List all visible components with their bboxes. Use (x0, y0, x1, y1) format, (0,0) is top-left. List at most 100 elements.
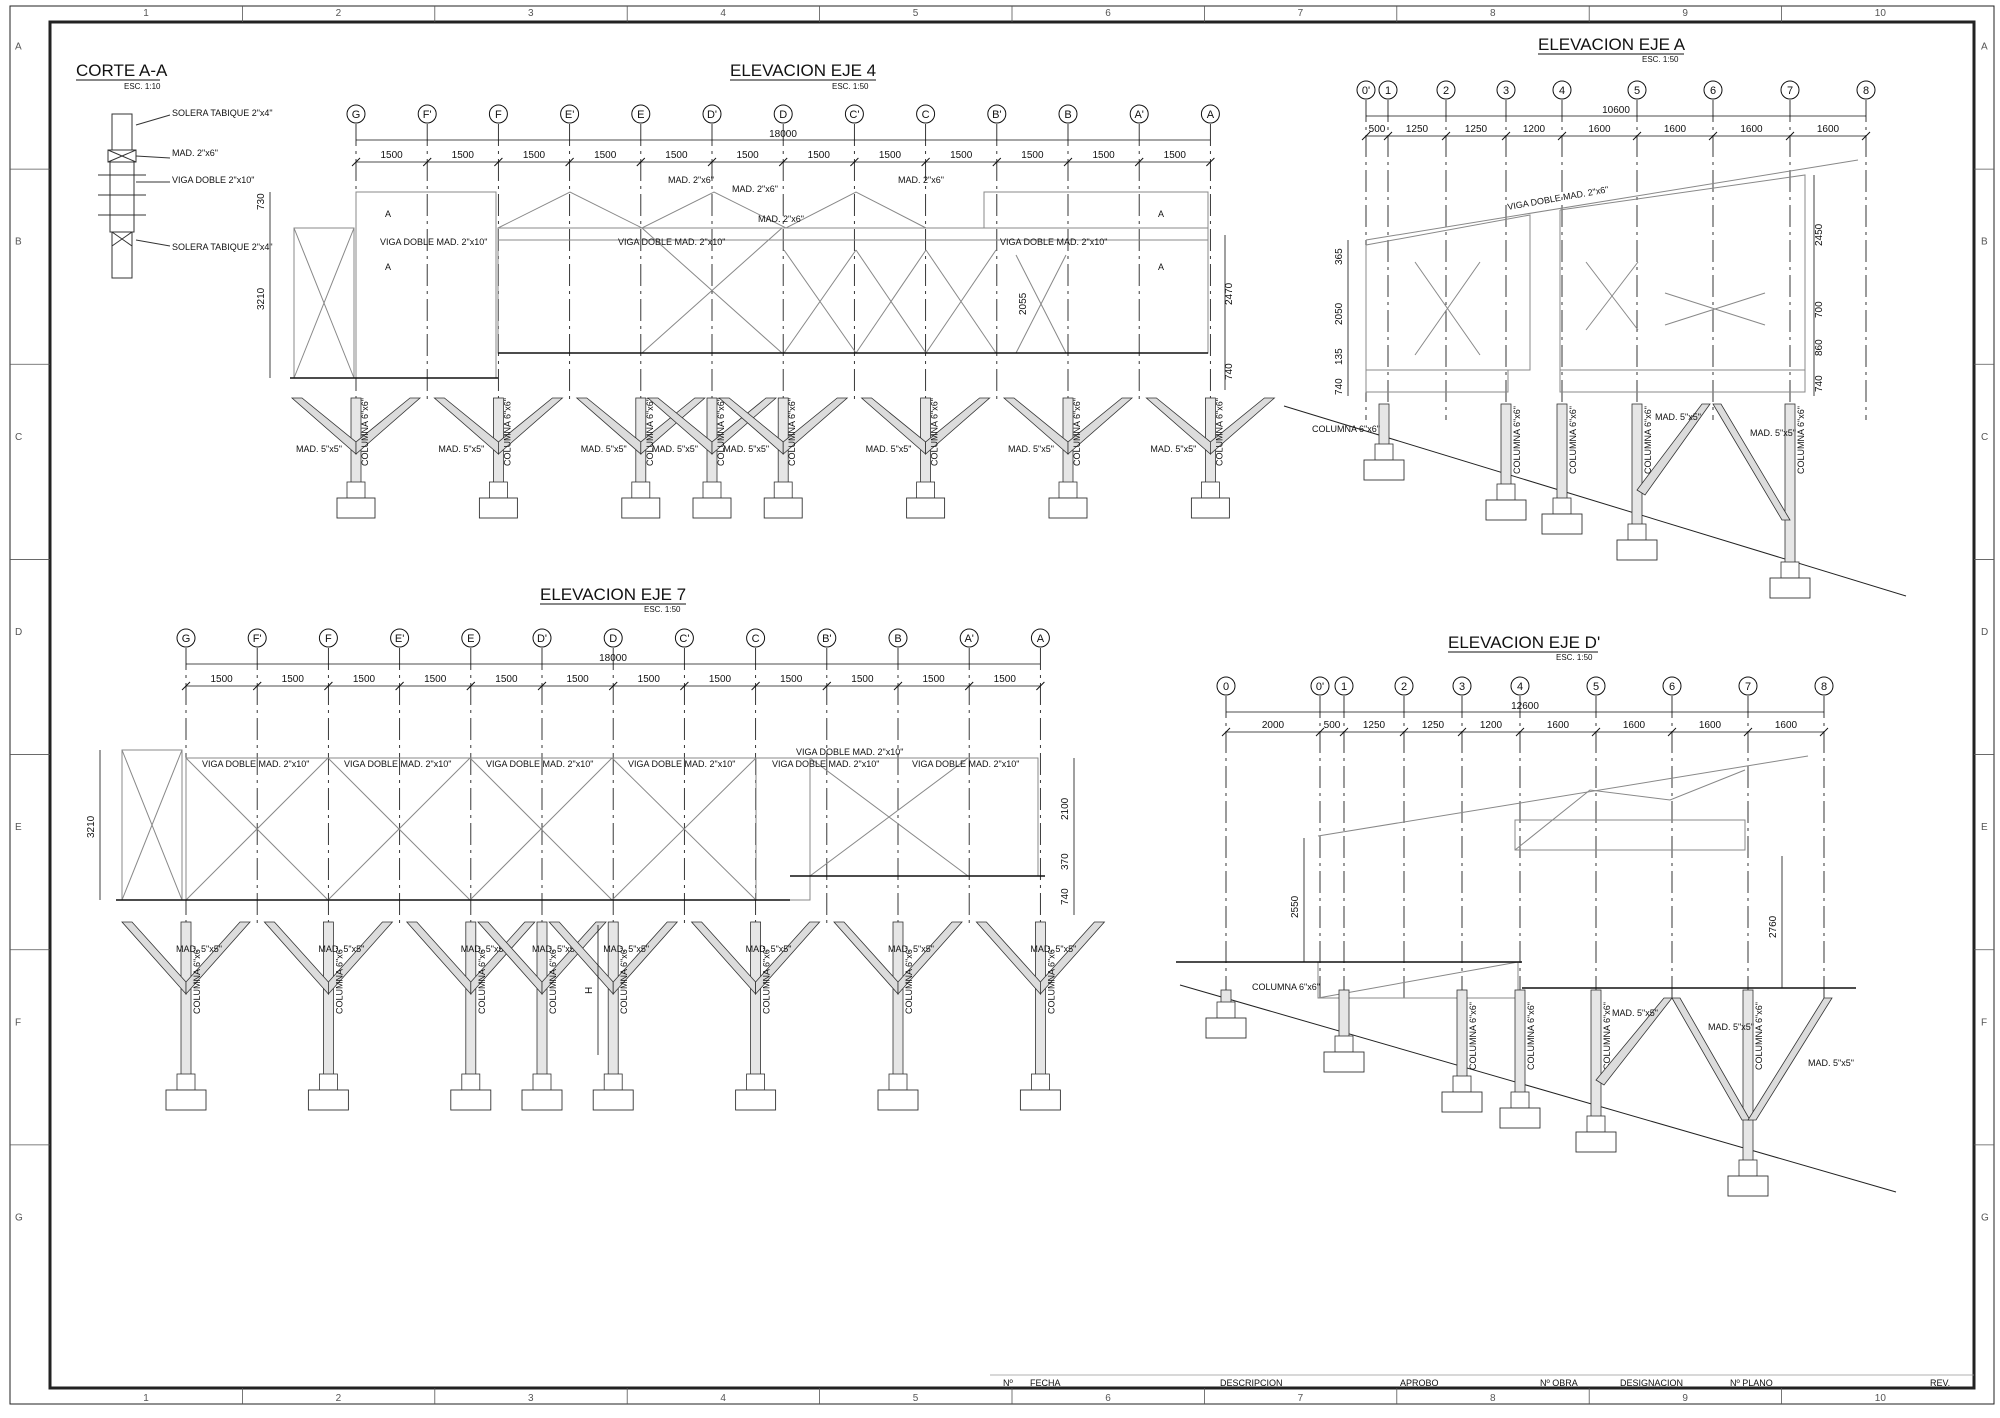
axis-bubble (674, 628, 694, 648)
dim-lines (269, 192, 1226, 390)
dim-tick (1632, 131, 1642, 141)
axis-bubble (417, 104, 437, 124)
dim-span: 1500 (566, 674, 589, 685)
dim-tick (324, 681, 333, 691)
dim-span: 500 (1324, 720, 1341, 731)
brace-note: MAD. 5"x5" (461, 944, 507, 954)
brace-right (925, 397, 991, 455)
axis-bubble (987, 104, 1007, 124)
column-note: COLUMNA 6"x6" (1252, 982, 1320, 992)
dim-tick (1591, 727, 1601, 737)
brace-right (541, 921, 607, 996)
axis-label: 5 (1593, 681, 1599, 693)
border-row-letter: D (15, 627, 22, 638)
view-title: ELEVACION EJE A (1538, 35, 1686, 54)
column-note: COLUMNA 6"x6" (1526, 1002, 1536, 1070)
wall-framing (1317, 755, 1809, 999)
axis-bubble (959, 628, 979, 648)
axis-label: 3 (1459, 681, 1465, 693)
axis-bubble (560, 104, 580, 124)
column-post (1590, 989, 1602, 1133)
border-column-number: 7 (1298, 1393, 1304, 1404)
dim-total: 12600 (1511, 701, 1539, 712)
axis-label: 1 (1341, 681, 1347, 693)
axis-bubble (1780, 80, 1800, 100)
border-row-letter: F (1981, 1017, 1987, 1028)
border-column-number: 10 (1875, 1393, 1887, 1404)
footing (1048, 497, 1088, 519)
roof-note: MAD. 2"x6" (732, 184, 778, 194)
dim-tick (1457, 727, 1467, 737)
brace-note: MAD. 5"x5" (176, 944, 222, 954)
view-title: ELEVACION EJE 7 (540, 585, 686, 604)
support-structure: COLUMNA 6"x6"COLUMNA 6"x6"COLUMNA 6"x6"C… (1312, 403, 1811, 599)
footing-neck (1552, 497, 1572, 515)
footing-neck (1374, 443, 1394, 461)
dim-label: 2760 (1768, 915, 1779, 938)
footing (877, 1089, 919, 1111)
brace-right (327, 921, 394, 996)
dim-span: 1600 (1817, 124, 1840, 135)
axis-label: F' (423, 109, 432, 121)
dim-tick (608, 681, 618, 691)
axis-bubble (1394, 676, 1414, 696)
brace-left (548, 921, 614, 996)
footing (1575, 1131, 1617, 1153)
border-row-letter: G (1981, 1212, 1989, 1223)
axis-label: A' (964, 633, 973, 645)
dim-tick (778, 157, 788, 167)
brace-diagonal (1636, 403, 1711, 496)
dim-tick (1667, 727, 1677, 737)
dim-span: 1600 (1699, 720, 1722, 731)
border-column-number: 5 (913, 8, 919, 19)
beam-note: VIGA DOBLE MAD. 2"x10" (344, 759, 451, 769)
dim-label: 135 (1334, 348, 1345, 365)
axis-label: 0 (1223, 681, 1229, 693)
dim-label: 2100 (1060, 797, 1071, 820)
axis-label: B' (822, 633, 831, 645)
border-row-letter: C (1981, 432, 1988, 443)
footing-neck (318, 1073, 338, 1091)
border-column-number: 8 (1490, 8, 1496, 19)
dim-tick (395, 681, 404, 691)
axis-label: C' (679, 633, 689, 645)
corte-aa-view: CORTE A-A ESC. 1:10 SOLERA TABIQUE 2"x4"… (76, 61, 273, 279)
footing (1541, 513, 1583, 535)
axis-bubble (1334, 676, 1354, 696)
footing-neck (631, 481, 651, 499)
axis-label: A (1207, 109, 1215, 121)
footing (1323, 1051, 1365, 1073)
axis-label: 7 (1787, 85, 1793, 97)
dim-span: 1500 (594, 150, 617, 161)
dim-tick (351, 157, 361, 167)
brace-left (263, 921, 329, 996)
dim-span: 1600 (1775, 720, 1798, 731)
dim-tick (537, 681, 547, 691)
section-detail (98, 113, 171, 279)
axis-bubble (488, 104, 508, 124)
dim-label: H (584, 987, 595, 994)
axis-label: F (325, 633, 332, 645)
dim-tick (707, 157, 717, 167)
column-note: COLUMNA 6"x6" (502, 398, 512, 466)
dim-tick (1557, 131, 1567, 141)
dim-tick (1221, 727, 1231, 737)
beam-note: VIGA DOBLE MAD. 2"x10" (912, 759, 1019, 769)
column-note: COLUMNA 6"x6" (334, 946, 344, 1014)
dim-label: 740 (1060, 888, 1071, 905)
dim-span: 1500 (638, 674, 661, 685)
dim-span: 1600 (1547, 720, 1570, 731)
dim-span: 1500 (780, 674, 803, 685)
brace-left (975, 921, 1041, 996)
border-column-number: 9 (1682, 1393, 1688, 1404)
beam-note: VIGA DOBLE MAD. 2"x10" (618, 237, 725, 247)
brace-note: MAD. 5"x5" (438, 444, 484, 454)
dim-span: 1600 (1623, 720, 1646, 731)
roof-note: VIGA DOBLE MAD. 2"x6" (1507, 184, 1610, 212)
title-block: Nº FECHA DESCRIPCION APROBO Nº OBRA DESI… (990, 1374, 1974, 1388)
brace-right (612, 921, 679, 996)
